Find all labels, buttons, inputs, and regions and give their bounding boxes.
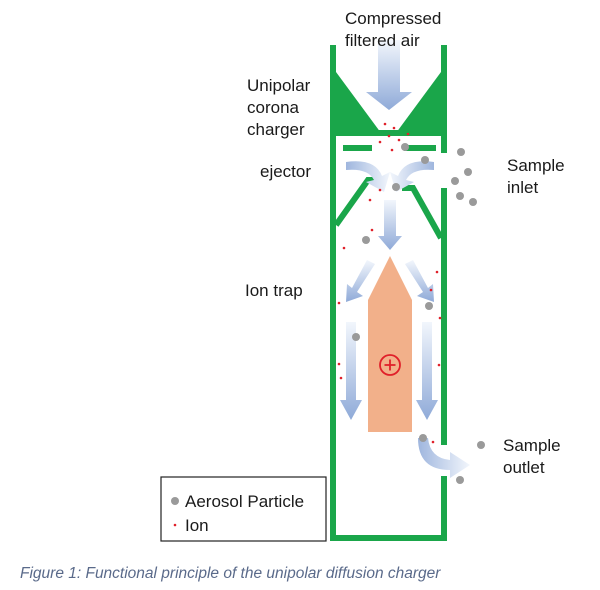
ion — [339, 376, 343, 380]
aerosol-particle — [401, 143, 409, 151]
outlet-arrow — [418, 438, 470, 478]
compressed-air-label: Compressed filtered air — [345, 9, 446, 50]
aerosol-particle — [456, 192, 464, 200]
ion — [387, 134, 391, 138]
corona-charger-label: Unipolar corona charger — [247, 76, 315, 139]
ion-trap-electrode — [368, 256, 412, 432]
ejector-arrow-left — [346, 161, 390, 192]
aerosol-particle — [457, 148, 465, 156]
ion-trap-arrow-left — [346, 260, 375, 302]
legend-ion-marker — [173, 523, 177, 527]
ion — [435, 270, 439, 274]
aerosol-particle — [419, 434, 427, 442]
down-arrow-right — [416, 322, 438, 420]
ion — [431, 440, 435, 444]
down-arrow-left — [340, 322, 362, 420]
aerosol-particle — [456, 476, 464, 484]
positive-charge-symbol — [379, 354, 401, 376]
aerosol-particle — [469, 198, 477, 206]
ion — [429, 288, 433, 292]
legend-particle-marker — [171, 497, 179, 505]
center-flow-arrow — [378, 200, 402, 250]
aerosol-particle — [362, 236, 370, 244]
sample-outlet-label: Sample outlet — [503, 436, 565, 477]
legend-box — [160, 476, 327, 542]
figure-caption: Figure 1: Functional principle of the un… — [20, 565, 441, 582]
ion — [378, 140, 382, 144]
air-inlet-arrow — [366, 40, 412, 110]
ion — [342, 246, 346, 250]
ejector-arrow-right — [390, 161, 434, 192]
ion — [337, 362, 341, 366]
aerosol-particle — [464, 168, 472, 176]
sample-inlet-label: Sample inlet — [507, 156, 569, 197]
aerosol-particle — [352, 333, 360, 341]
corona-electrode-left — [336, 72, 381, 133]
ion — [406, 132, 410, 136]
aerosol-particle — [392, 183, 400, 191]
legend: Aerosol Particle Ion — [160, 476, 327, 542]
ion-trap-arrow-right — [405, 260, 434, 302]
ion-trap-label: Ion trap — [245, 281, 303, 300]
ion — [438, 316, 442, 320]
ion — [437, 363, 441, 367]
ion — [383, 122, 387, 126]
legend-ion-label: Ion — [185, 516, 209, 535]
aerosol-particle — [425, 302, 433, 310]
ion — [390, 148, 394, 152]
aerosol-particle — [477, 441, 485, 449]
ion — [370, 228, 374, 232]
ion — [378, 188, 382, 192]
ion — [397, 138, 401, 142]
corona-electrode-right — [396, 72, 441, 133]
aerosol-particle — [421, 156, 429, 164]
ion — [337, 301, 341, 305]
ejector-label: ejector — [260, 162, 311, 181]
ejector-cone-right — [402, 185, 444, 240]
ions — [337, 122, 442, 444]
aerosol-particle — [451, 177, 459, 185]
ion — [392, 126, 396, 130]
aerosol-particles — [352, 143, 485, 484]
ion — [368, 198, 372, 202]
legend-particle-label: Aerosol Particle — [185, 492, 304, 511]
